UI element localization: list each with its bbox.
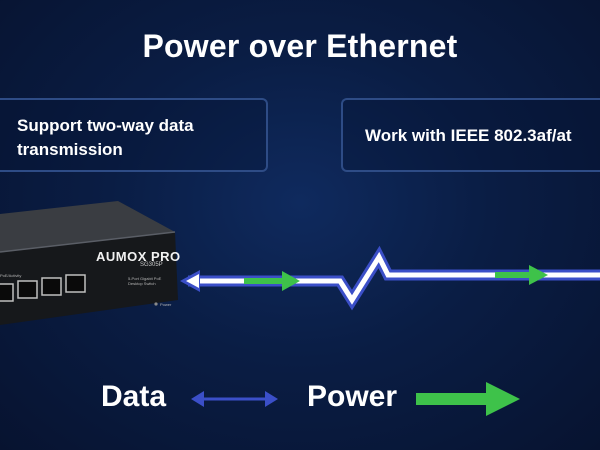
data-double-arrow-icon: [191, 391, 278, 407]
device-power-label: Power: [160, 302, 172, 307]
page-title: Power over Ethernet: [142, 28, 458, 64]
cable-inner-line: [188, 251, 600, 305]
ethernet-port-1: [0, 283, 14, 302]
switch-top-surface: [0, 201, 175, 252]
device-port-label: PoE/Activity: [0, 273, 22, 278]
switch-front-panel: [0, 232, 178, 325]
cable-data-arrow-inner-icon: [186, 274, 199, 288]
legend-data-label: Data: [101, 380, 167, 413]
feature-text-two-way-data: Support two-way data transmission: [17, 116, 194, 159]
device-model-label: SG305P: [140, 262, 163, 268]
feature-box-two-way-data: Support two-way data transmission: [0, 98, 268, 172]
power-arrow-icon: [416, 382, 520, 416]
device-description-label: 5-Port Gigabit PoE Desktop Switch: [128, 276, 162, 286]
feature-box-ieee-standard: Work with IEEE 802.3af/at: [341, 98, 600, 172]
power-led-icon: [154, 302, 158, 306]
switch-edge-highlight: [0, 231, 176, 253]
ethernet-ports: [0, 274, 86, 302]
device-brand-label: AUMOX PRO: [96, 249, 181, 264]
ethernet-port-4: [65, 274, 86, 293]
ethernet-port-2: [17, 280, 38, 299]
ethernet-port-3: [41, 277, 62, 296]
feature-text-ieee-standard: Work with IEEE 802.3af/at: [365, 126, 572, 145]
legend-power-label: Power: [307, 380, 398, 413]
cable-power-arrow-1-icon: [244, 271, 300, 291]
cable-power-arrow-2-icon: [495, 265, 548, 285]
